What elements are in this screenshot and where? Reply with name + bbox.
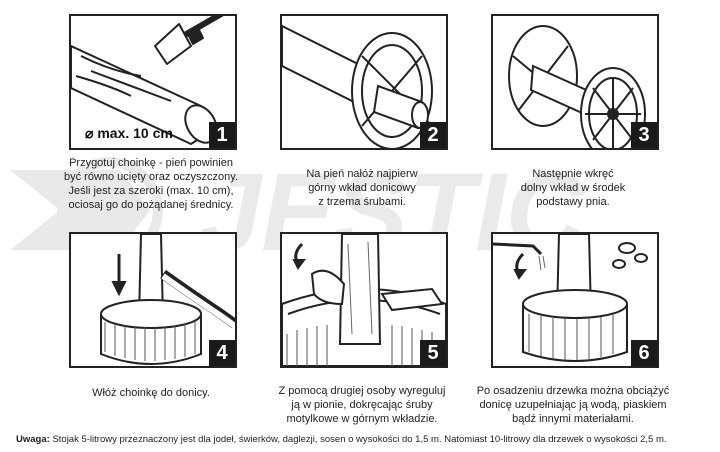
step-number: 3 xyxy=(631,122,657,148)
step-6-caption: Po osadzeniu drzewka można obciążyć doni… xyxy=(476,385,670,425)
step-4-illustration: 4 xyxy=(69,232,237,368)
warning-label: Uwaga: xyxy=(16,434,50,445)
step-number: 6 xyxy=(631,340,657,366)
step-2-illustration: 2 xyxy=(280,14,448,150)
diameter-icon: ⌀ xyxy=(85,125,94,141)
lower-insert-drawing xyxy=(508,25,646,148)
step-number: 5 xyxy=(420,340,446,366)
step-5-caption: Z pomocą drugiej osoby wyreguluj ją w pi… xyxy=(278,385,446,425)
step-1-caption: Przygotuj choinkę - pień powinien być ró… xyxy=(63,157,239,211)
step-1-illustration: ⌀ max. 10 cm 1 xyxy=(69,14,237,150)
upper-insert-drawing xyxy=(282,24,433,148)
tree-into-stand-drawing xyxy=(100,234,235,365)
step-number: 1 xyxy=(209,122,235,148)
step-3-illustration: 3 xyxy=(491,14,659,150)
warning-text: Stojak 5-litrowy przeznaczony jest dla j… xyxy=(52,434,667,445)
step-4-caption: Włóż choinkę do donicy. xyxy=(92,387,210,399)
max-diameter-badge: ⌀ max. 10 cm xyxy=(85,125,173,142)
step-2-caption: Na pień nałóż najpierw górny wkład donic… xyxy=(306,168,418,208)
adjust-screws-drawing xyxy=(282,234,446,366)
step-5-illustration: 5 xyxy=(280,232,448,368)
step-number: 4 xyxy=(209,340,235,366)
step-3-caption: Następnie wkręć dolny wkład w środek pod… xyxy=(520,168,626,208)
step-6-illustration: 6 xyxy=(491,232,659,368)
fill-stand-drawing xyxy=(493,234,648,362)
step-number: 2 xyxy=(420,122,446,148)
max-diameter-label: max. 10 cm xyxy=(97,125,173,141)
warning-note: Uwaga: Stojak 5-litrowy przeznaczony jes… xyxy=(16,434,716,445)
